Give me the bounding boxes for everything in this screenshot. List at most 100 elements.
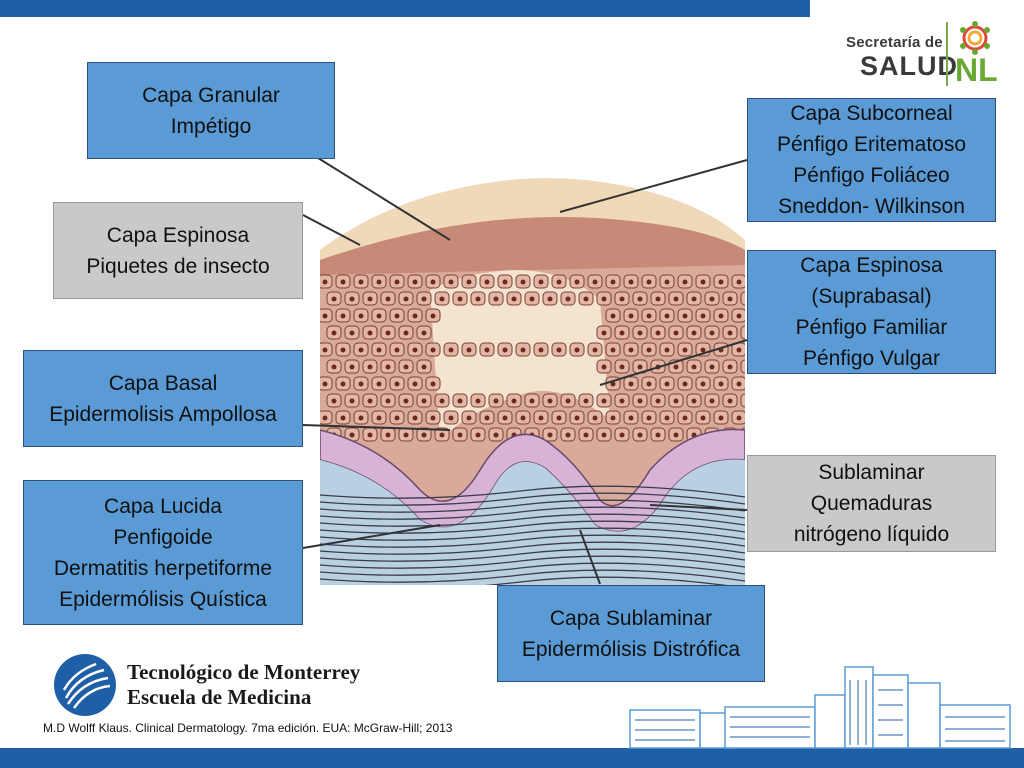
- cell-nucleus: [358, 279, 364, 285]
- pointer-granular: [317, 157, 451, 241]
- cell-nucleus: [619, 330, 625, 336]
- cell-nucleus: [646, 415, 652, 421]
- label-line: Pénfigo Vulgar: [803, 347, 940, 370]
- salud-logo-divider: [946, 22, 948, 86]
- cell-nucleus: [376, 347, 382, 353]
- cell-nucleus: [619, 432, 625, 438]
- cell-nucleus: [691, 296, 697, 302]
- cell-nucleus: [376, 279, 382, 285]
- cell-nucleus: [403, 432, 409, 438]
- cell-nucleus: [349, 398, 355, 404]
- label-line: Capa Subcorneal: [790, 102, 953, 125]
- dermal-fiber: [484, 576, 728, 585]
- cell-nucleus: [430, 279, 436, 285]
- cell-nucleus: [646, 279, 652, 285]
- dermal-fiber: [320, 569, 745, 583]
- cell-nucleus: [376, 415, 382, 421]
- label-line: Capa Espinosa: [106, 223, 250, 247]
- cell-nucleus: [322, 279, 328, 285]
- cell-nucleus: [746, 433, 751, 438]
- cell-nucleus: [367, 364, 373, 370]
- cell-nucleus: [601, 296, 607, 302]
- cell-nucleus: [556, 347, 562, 353]
- cell-nucleus: [565, 432, 571, 438]
- cell-nucleus: [376, 313, 382, 319]
- label-line: Epidermolisis Ampollosa: [49, 402, 277, 426]
- cell-nucleus: [637, 364, 643, 370]
- cell-nucleus: [457, 432, 463, 438]
- basal-layer: [320, 428, 745, 533]
- cell-nucleus: [637, 398, 643, 404]
- cell-nucleus: [655, 432, 661, 438]
- cell-nucleus: [466, 279, 472, 285]
- cell-nucleus: [394, 313, 400, 319]
- cell-nucleus: [430, 381, 436, 387]
- cell-nucleus: [610, 279, 616, 285]
- label-line: Capa Espinosa: [800, 254, 943, 277]
- cell-nucleus: [475, 398, 481, 404]
- label-line: Piquetes de insecto: [86, 254, 270, 278]
- cell-nucleus: [746, 399, 751, 404]
- label-line: Dermatitis herpetiforme: [53, 556, 273, 580]
- cell-nucleus: [637, 330, 643, 336]
- epidermal-cells: [320, 274, 751, 442]
- cell-nucleus: [682, 415, 688, 421]
- cell-nucleus: [421, 364, 427, 370]
- tec-logo-line2: Escuela de Medicina: [127, 685, 312, 709]
- dermal-fiber: [320, 513, 745, 527]
- cell-nucleus: [628, 347, 634, 353]
- cell-nucleus: [673, 330, 679, 336]
- cell-nucleus: [655, 330, 661, 336]
- cell-nucleus: [664, 347, 670, 353]
- cell-nucleus: [682, 347, 688, 353]
- cell-nucleus: [565, 398, 571, 404]
- cell-nucleus: [448, 415, 454, 421]
- label-line: (Suprabasal): [811, 285, 932, 308]
- cell-nucleus: [394, 415, 400, 421]
- cell-nucleus: [727, 398, 733, 404]
- cell-nucleus: [385, 296, 391, 302]
- label-line: Capa Granular: [142, 83, 280, 107]
- cell-nucleus: [421, 398, 427, 404]
- skin-cross-section: [320, 170, 751, 585]
- cell-nucleus: [322, 347, 328, 353]
- dermal-fiber: [320, 562, 745, 576]
- cell-nucleus: [538, 415, 544, 421]
- cell-nucleus: [700, 279, 706, 285]
- pointer-espinosa-left: [302, 214, 361, 246]
- pointer-lines: [302, 157, 748, 585]
- cell-nucleus: [520, 347, 526, 353]
- cell-nucleus: [349, 432, 355, 438]
- cell-nucleus: [664, 415, 670, 421]
- cell-nucleus: [412, 279, 418, 285]
- cell-nucleus: [340, 381, 346, 387]
- cell-nucleus: [394, 381, 400, 387]
- cell-nucleus: [430, 347, 436, 353]
- cell-nucleus: [385, 432, 391, 438]
- cell-nucleus: [628, 313, 634, 319]
- label-line: Impétigo: [170, 114, 252, 138]
- cell-nucleus: [727, 296, 733, 302]
- cell-nucleus: [583, 432, 589, 438]
- cell-nucleus: [637, 432, 643, 438]
- cell-nucleus: [637, 296, 643, 302]
- cell-nucleus: [736, 381, 742, 387]
- cell-nucleus: [583, 398, 589, 404]
- cell-nucleus: [691, 364, 697, 370]
- cell-nucleus: [547, 296, 553, 302]
- cell-nucleus: [412, 381, 418, 387]
- cell-nucleus: [718, 415, 724, 421]
- cell-nucleus: [349, 364, 355, 370]
- cell-nucleus: [691, 330, 697, 336]
- label-line: Sublaminar: [818, 461, 925, 484]
- cell-nucleus: [403, 296, 409, 302]
- label-line: Capa Basal: [108, 371, 218, 395]
- salud-logo-line2: SALUD: [860, 51, 958, 81]
- cell-nucleus: [439, 398, 445, 404]
- cell-nucleus: [664, 313, 670, 319]
- cell-nucleus: [655, 296, 661, 302]
